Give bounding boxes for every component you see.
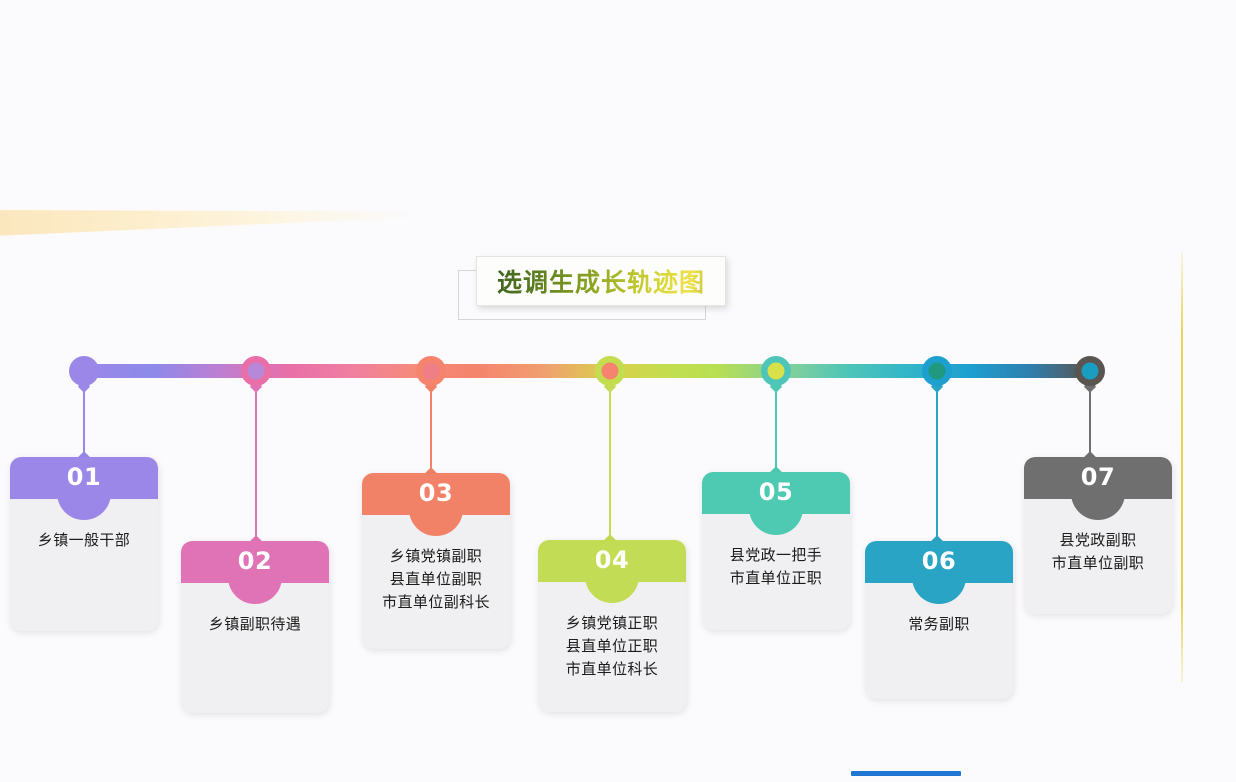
card-text-line: 乡镇党镇副职 [389, 547, 483, 565]
timeline-dot-05[interactable] [761, 356, 791, 386]
timeline-dot-04[interactable] [595, 356, 625, 386]
card-number: 07 [1080, 463, 1116, 491]
card-number: 02 [237, 547, 273, 575]
timeline-dot-core [601, 362, 619, 380]
decorative-vertical-line [1181, 252, 1183, 682]
connector-line [83, 386, 85, 458]
connector-02 [249, 380, 263, 548]
card-notch [228, 562, 282, 604]
card-header-02: 02 [181, 541, 329, 604]
stage-card-02[interactable]: 02 乡镇副职待遇 [181, 541, 329, 713]
timeline-dot-03[interactable] [416, 356, 446, 386]
connector-line [609, 386, 611, 541]
card-text-line: 县党政副职 [1059, 531, 1137, 549]
card-body-06: 常务副职 [865, 583, 1013, 658]
connector-05 [769, 380, 783, 479]
timeline-dot-core [928, 362, 946, 380]
card-number: 04 [594, 546, 630, 574]
card-header-04: 04 [538, 540, 686, 603]
timeline-dot-core [247, 362, 265, 380]
card-notch [409, 494, 463, 536]
card-number: 05 [758, 478, 794, 506]
card-notch [57, 478, 111, 520]
card-header-05: 05 [702, 472, 850, 535]
timeline-dot-core [1081, 362, 1099, 380]
card-text-line: 市直单位科长 [565, 659, 659, 678]
card-body-03: 乡镇党镇副职县直单位副职市直单位副科长 [362, 515, 510, 635]
card-body-07: 县党政副职市直单位副职 [1024, 499, 1172, 597]
connector-03 [424, 380, 438, 480]
title-block: 选调生成长轨迹图 [458, 256, 726, 322]
card-header-06: 06 [865, 541, 1013, 604]
connector-line [775, 386, 777, 473]
card-header-01: 01 [10, 457, 158, 520]
card-notch [749, 493, 803, 535]
card-body-02: 乡镇副职待遇 [181, 583, 329, 658]
connector-06 [930, 380, 944, 548]
card-notch [585, 561, 639, 603]
card-text-line: 县党政一把手 [729, 546, 823, 564]
connector-04 [603, 380, 617, 547]
card-number: 03 [418, 479, 454, 507]
card-text-line: 县直单位正职 [565, 636, 659, 655]
stage-card-06[interactable]: 06 常务副职 [865, 541, 1013, 699]
timeline-dot-01[interactable] [69, 356, 99, 386]
decorative-bottom-bar [851, 771, 961, 776]
card-text-line: 常务副职 [908, 615, 970, 633]
timeline-dot-core [75, 362, 93, 380]
stage-card-04[interactable]: 04 乡镇党镇正职县直单位正职市直单位科长 [538, 540, 686, 712]
card-text-line: 市直单位正职 [729, 568, 823, 587]
card-header-07: 07 [1024, 457, 1172, 520]
timeline-dot-07[interactable] [1075, 356, 1105, 386]
timeline-dot-core [422, 362, 440, 380]
connector-line [1089, 386, 1091, 458]
connector-07 [1083, 380, 1097, 464]
card-text-line: 市直单位副职 [1051, 553, 1145, 572]
connector-01 [77, 380, 91, 464]
decorative-swoosh [0, 202, 414, 236]
connector-line [430, 386, 432, 474]
stage-card-05[interactable]: 05 县党政一把手市直单位正职 [702, 472, 850, 630]
timeline-bar [82, 364, 1090, 378]
card-text-line: 乡镇副职待遇 [208, 615, 302, 633]
card-header-03: 03 [362, 473, 510, 536]
card-text-line: 乡镇一般干部 [37, 531, 131, 549]
connector-line [255, 386, 257, 542]
page-title: 选调生成长轨迹图 [497, 263, 705, 299]
card-body-04: 乡镇党镇正职县直单位正职市直单位科长 [538, 582, 686, 702]
connector-line [936, 386, 938, 542]
stage-card-03[interactable]: 03 乡镇党镇副职县直单位副职市直单位副科长 [362, 473, 510, 649]
timeline-dot-06[interactable] [922, 356, 952, 386]
timeline-dot-core [767, 362, 785, 380]
card-text-line: 市直单位副科长 [382, 592, 490, 611]
title-front-box: 选调生成长轨迹图 [476, 256, 726, 306]
card-number: 06 [921, 547, 957, 575]
card-notch [1071, 478, 1125, 520]
card-body-05: 县党政一把手市直单位正职 [702, 514, 850, 612]
card-number: 01 [66, 463, 102, 491]
timeline-dot-02[interactable] [241, 356, 271, 386]
stage-card-07[interactable]: 07 县党政副职市直单位副职 [1024, 457, 1172, 614]
card-text-line: 县直单位副职 [389, 569, 483, 588]
card-notch [912, 562, 966, 604]
card-body-01: 乡镇一般干部 [10, 499, 158, 574]
stage-card-01[interactable]: 01 乡镇一般干部 [10, 457, 158, 631]
card-text-line: 乡镇党镇正职 [565, 614, 659, 632]
